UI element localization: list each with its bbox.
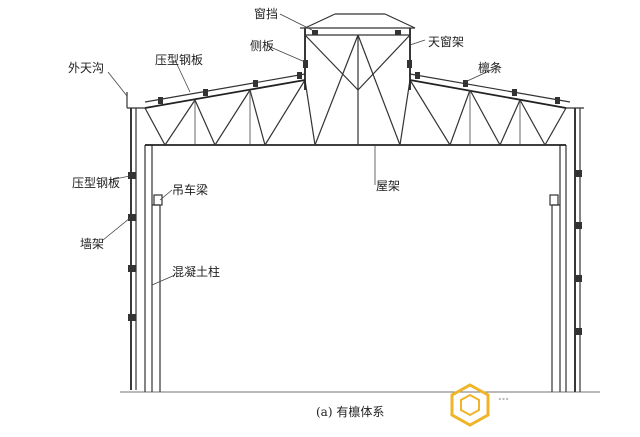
left-concrete-column [144, 144, 163, 392]
label-wall-frame: 墙架 [80, 237, 104, 251]
figure-caption: (a) 有檩体系 [316, 404, 384, 419]
watermark-logo: … [450, 383, 509, 427]
label-skylight-frame: 天窗架 [428, 35, 464, 49]
watermark-text: … [498, 390, 509, 403]
leader-lines [102, 13, 501, 286]
label-purlin: 檩条 [478, 60, 502, 75]
roof-truss [144, 34, 571, 146]
labels: 窗挡 天窗架 侧板 檩条 外天沟 压型钢板 压型钢板 吊车梁 屋架 墙架 混凝土… [68, 7, 502, 279]
right-wall [566, 107, 584, 392]
label-concrete-column: 混凝土柱 [172, 264, 220, 279]
left-wall-girts [128, 172, 136, 321]
label-crane-beam: 吊车梁 [172, 182, 208, 197]
label-pressed-steel-roof: 压型钢板 [155, 53, 203, 67]
label-side-panel: 侧板 [250, 39, 274, 53]
label-outer-gutter: 外天沟 [68, 61, 104, 75]
skylight-frame [300, 13, 416, 91]
label-pressed-steel-wall: 压型钢板 [72, 176, 120, 190]
right-concrete-column [549, 144, 567, 392]
label-window-block: 窗挡 [254, 7, 278, 21]
left-wall [126, 92, 145, 390]
purlins [158, 72, 560, 104]
label-roof-truss: 屋架 [376, 179, 400, 193]
